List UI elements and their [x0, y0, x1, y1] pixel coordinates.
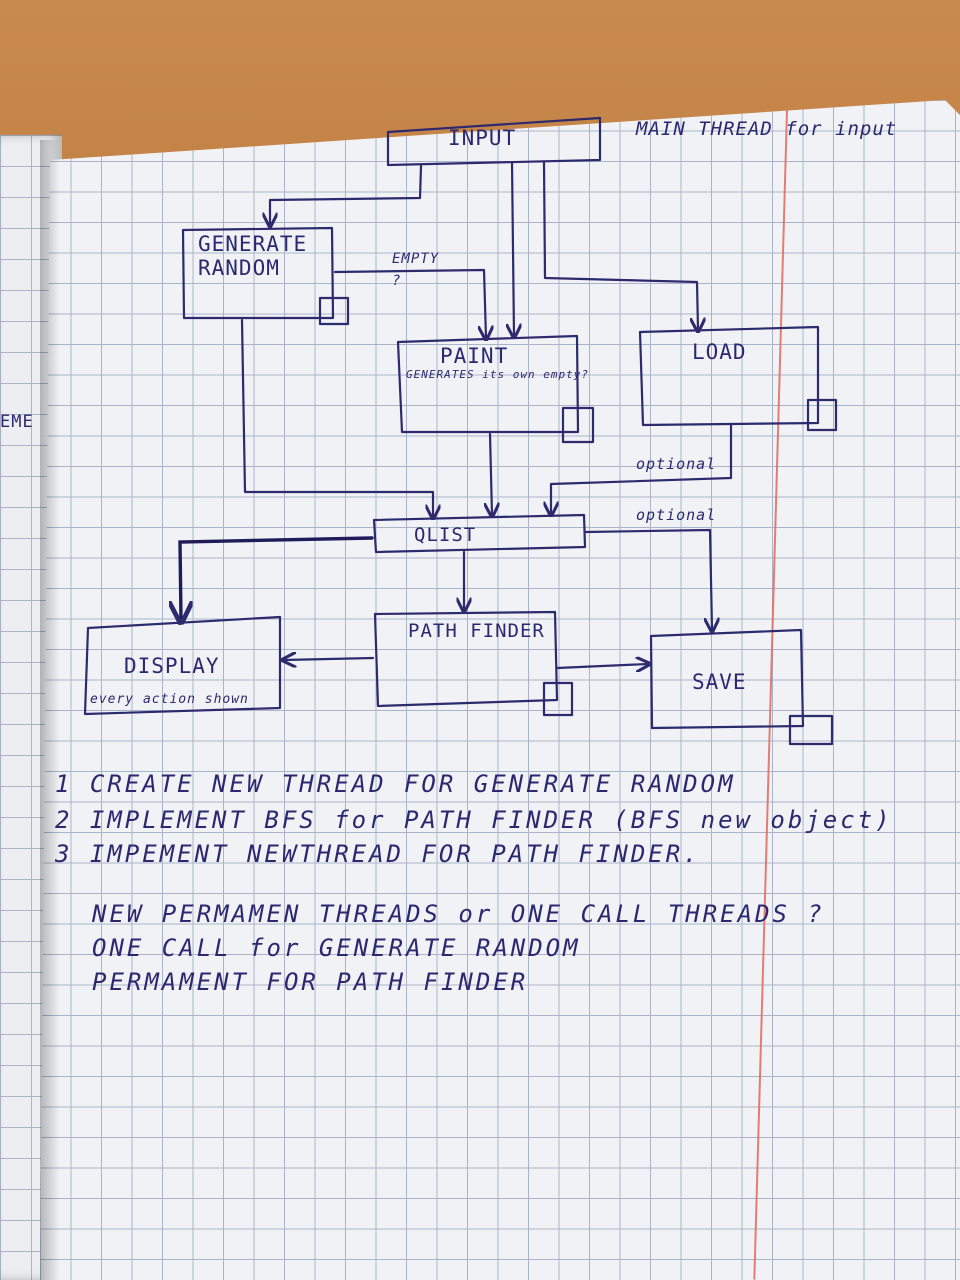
- qlist-box: [372, 513, 587, 554]
- note-line-3: 3 IMPEMENT NEWTHREAD FOR PATH FINDER.: [55, 840, 701, 868]
- arrow-qlist-display: [180, 536, 374, 620]
- load-label: LOAD: [692, 340, 747, 364]
- optional-label-2: optional: [636, 506, 717, 524]
- arrow-generate-paint: [333, 268, 486, 338]
- display-sub-label: every action shown: [90, 692, 249, 707]
- arrow-input-generate: [270, 164, 423, 225]
- left-page-fragment: EME: [0, 412, 34, 432]
- arrow-paint-qlist: [490, 432, 492, 515]
- empty-question-label: EMPTY ?: [392, 251, 440, 289]
- generate-random-label: GENERATE RANDOM: [198, 232, 308, 280]
- qlist-label: QLIST: [414, 524, 477, 546]
- arrow-pathfinder-save: [555, 664, 648, 668]
- save-label: SAVE: [692, 670, 747, 694]
- paint-thread-square: [561, 406, 595, 444]
- arrow-input-paint: [512, 160, 514, 336]
- arrow-pathfinder-display: [284, 658, 375, 660]
- grid-paper-page: [40, 100, 960, 1280]
- paint-label: PAINT: [440, 344, 509, 368]
- input-label: INPUT: [448, 126, 517, 150]
- arrow-input-load: [542, 160, 698, 330]
- path-finder-box: [373, 610, 559, 708]
- note-line-4: NEW PERMAMEN THREADS or ONE CALL THREADS…: [92, 900, 825, 928]
- note-line-6: PERMAMENT FOR PATH FINDER: [92, 968, 529, 996]
- generate-random-thread-square: [318, 296, 350, 326]
- input-box: [386, 116, 602, 167]
- note-line-1: 1 CREATE NEW THREAD FOR GENERATE RANDOM: [55, 770, 736, 798]
- main-thread-note: MAIN THREAD for input: [636, 118, 898, 140]
- save-thread-square: [788, 714, 834, 746]
- path-finder-thread-square: [542, 681, 574, 717]
- note-line-2: 2 IMPLEMENT BFS for PATH FINDER (BFS new…: [55, 806, 893, 834]
- path-finder-label: PATH FINDER: [408, 620, 545, 642]
- display-label: DISPLAY: [124, 654, 220, 678]
- page-spine-shadow: [40, 140, 60, 1280]
- paint-sub-label: GENERATES its own empty?: [406, 368, 589, 381]
- save-box: [649, 628, 805, 730]
- arrow-load-qlist: [551, 422, 733, 514]
- note-line-5: ONE CALL for GENERATE RANDOM: [92, 934, 581, 962]
- load-thread-square: [806, 398, 838, 432]
- arrow-qlist-save: [584, 528, 712, 630]
- arrow-generate-qlist: [240, 318, 433, 517]
- display-box: [83, 615, 282, 716]
- optional-label-1: optional: [636, 455, 717, 473]
- generate-random-box: [181, 226, 335, 320]
- load-box: [638, 325, 820, 427]
